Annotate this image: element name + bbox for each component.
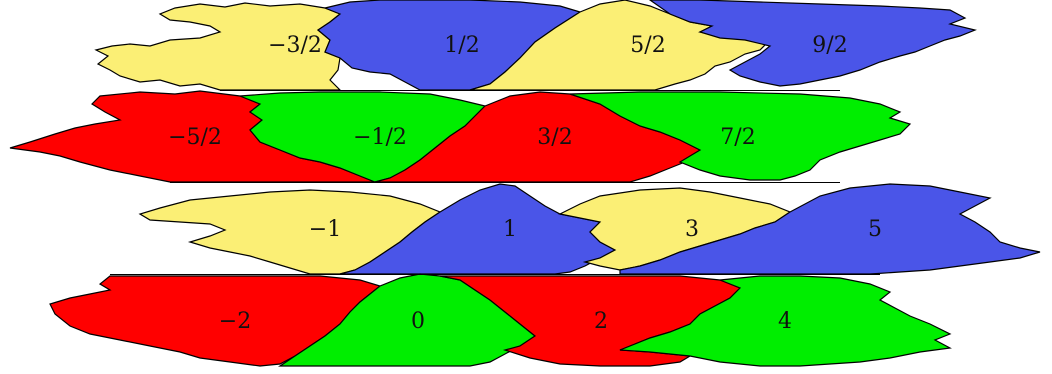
label-7-2: 7/2: [720, 125, 755, 150]
label-neg-2: −2: [219, 309, 251, 334]
band-1: [94, 0, 977, 91]
label-4: 4: [778, 309, 792, 334]
label-2: 2: [594, 309, 608, 334]
label-3-2: 3/2: [537, 125, 572, 150]
label-5-2: 5/2: [630, 33, 665, 58]
labels: −3/2 1/2 5/2 9/2 −5/2 −1/2 3/2 7/2 −1 1 …: [168, 33, 882, 334]
label-neg-3-2: −3/2: [268, 33, 322, 58]
label-3: 3: [685, 217, 699, 242]
tile-blue-3: [648, 0, 977, 87]
label-1: 1: [503, 217, 517, 242]
label-1-2: 1/2: [444, 33, 479, 58]
label-9-2: 9/2: [812, 33, 847, 58]
label-neg-1-2: −1/2: [353, 125, 407, 150]
band-3: [138, 183, 1041, 275]
tile-green-3: [569, 91, 912, 181]
band-2: [9, 90, 912, 183]
tile-red-4-left: [49, 275, 382, 367]
label-0: 0: [411, 309, 425, 334]
tile-green-4-2: [619, 275, 952, 367]
label-neg-5-2: −5/2: [168, 125, 222, 150]
label-neg-1: −1: [309, 217, 341, 242]
band-4: [49, 273, 952, 367]
band-separators: [110, 90, 880, 275]
tile-blue-3-2: [619, 183, 1041, 275]
label-5: 5: [868, 217, 882, 242]
